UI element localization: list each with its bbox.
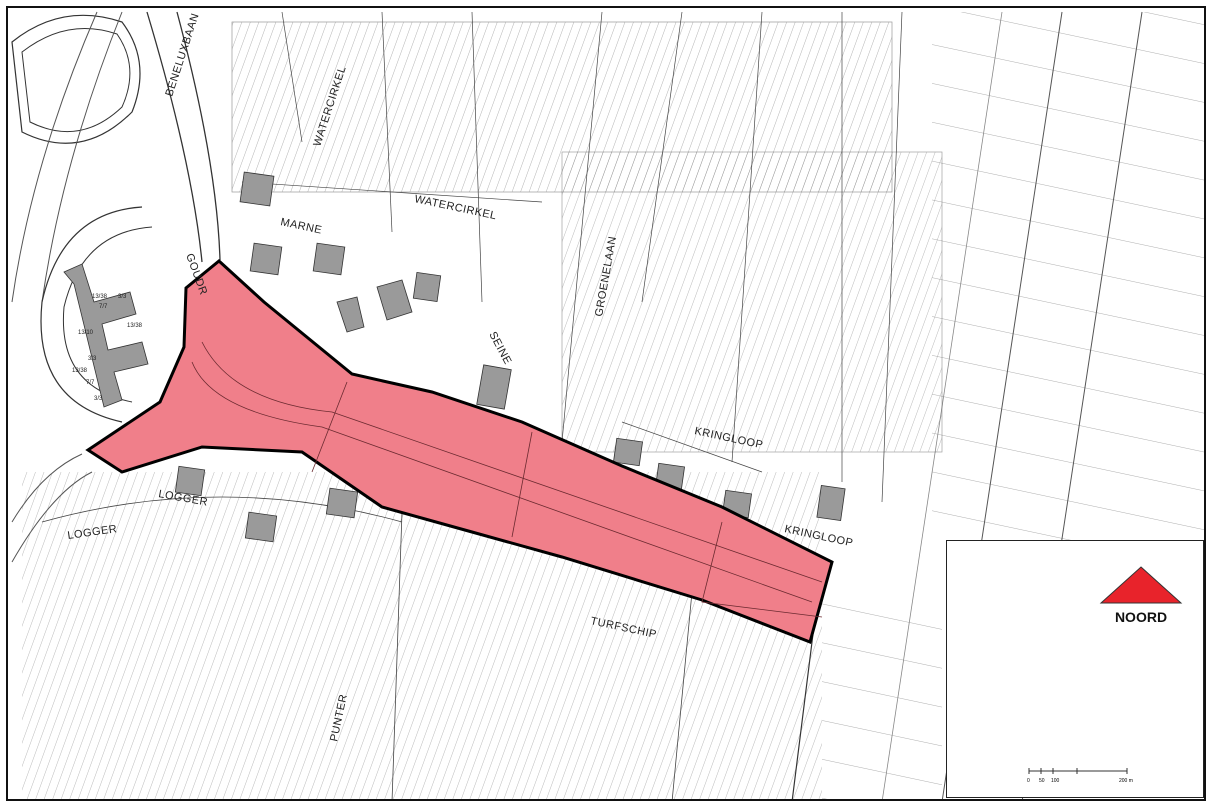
north-arrow-icon [1099,566,1183,604]
residential-north [231,11,943,503]
street-seine: SEINE [486,330,513,367]
building-labels: 13/38 7/7 3/3 13/38 13/10 3/3 13/38 7/7 … [72,294,143,402]
svg-text:13/10: 13/10 [78,330,94,336]
svg-text:13/38: 13/38 [72,368,88,374]
plan-area-roads [191,341,823,618]
svg-text:3/3: 3/3 [118,294,127,300]
scale-tick-0: 0 [1027,778,1030,784]
svg-text:7/7: 7/7 [99,304,108,310]
scale-bar: 0 50 100 200 m [1027,768,1133,784]
street-marne: MARNE [279,216,323,237]
scale-tick-1: 50 [1039,778,1045,784]
street-watercirkel-2: WATERCIRKEL [413,193,497,222]
svg-text:3/3: 3/3 [94,396,103,402]
legend-box: NOORD 0 50 100 200 m [946,540,1204,798]
svg-text:3/3: 3/3 [88,356,97,362]
ring-road-west [40,206,153,423]
site-map: 13/38 7/7 3/3 13/38 13/10 3/3 13/38 7/7 … [11,11,1204,799]
sports-track [11,14,141,144]
svg-text:7/7: 7/7 [86,380,95,386]
buildings [63,171,846,543]
scale-tick-2: 100 [1051,778,1060,784]
svg-text:13/38: 13/38 [127,323,143,329]
svg-text:13/38: 13/38 [92,294,108,300]
street-beneluxbaan: BENELUXBAAN [163,12,201,98]
scale-tick-4: 200 m [1119,778,1133,784]
fields-east [822,11,1204,799]
plan-area [85,259,834,645]
north-label: NOORD [1114,609,1168,625]
map-frame: 13/38 7/7 3/3 13/38 13/10 3/3 13/38 7/7 … [6,6,1206,801]
